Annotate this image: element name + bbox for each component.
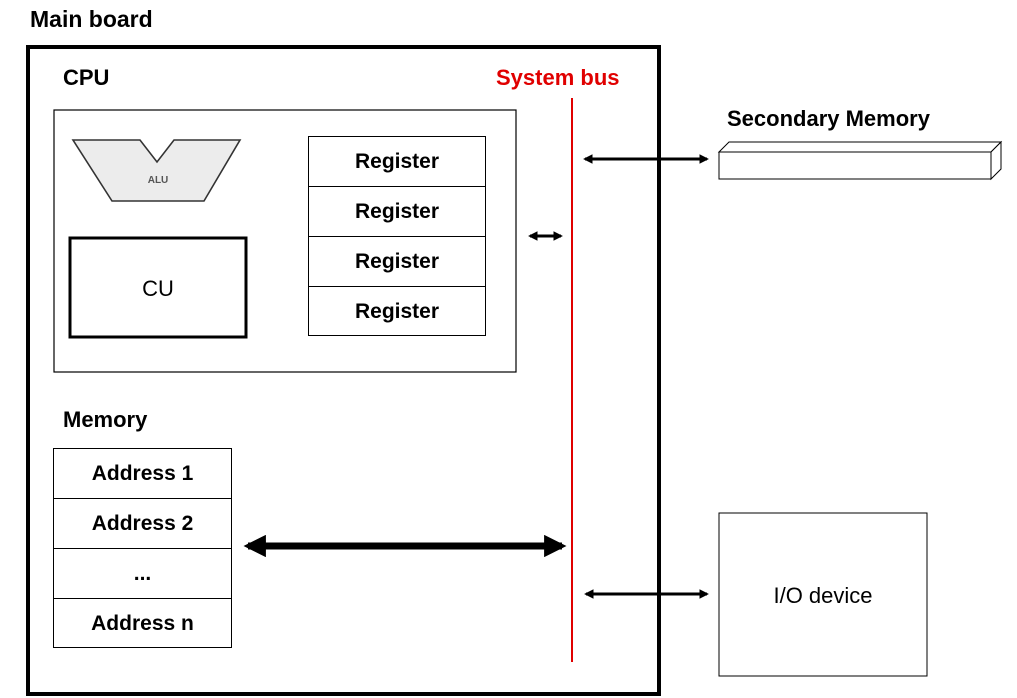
alu-label: ALU bbox=[147, 175, 169, 186]
register-cell: Register bbox=[309, 237, 485, 287]
cu-label: CU bbox=[142, 276, 174, 301]
cpu-box bbox=[53, 109, 517, 373]
register-stack: Register Register Register Register bbox=[308, 136, 486, 336]
memory-cell: Address 1 bbox=[54, 449, 231, 499]
memory-cell: Address 2 bbox=[54, 499, 231, 549]
register-cell: Register bbox=[354, 300, 440, 323]
cu-box bbox=[68, 236, 248, 339]
io-device-box bbox=[718, 512, 928, 677]
register-cell: Register bbox=[309, 137, 485, 187]
secondary-memory-label: Secondary Memory bbox=[727, 106, 930, 131]
memory-stack: Address 1 Address 2 ... Address n bbox=[53, 448, 232, 648]
system-bus-label: System bus bbox=[496, 65, 620, 90]
memory-label: Memory bbox=[63, 407, 148, 432]
main-board-label: Main board bbox=[30, 6, 153, 32]
register-cell: Register bbox=[309, 187, 485, 237]
memory-cell: ... bbox=[54, 549, 231, 599]
alu-shape bbox=[71, 139, 242, 202]
memory-cell: Address n bbox=[91, 612, 194, 635]
secondary-memory-shape bbox=[717, 140, 1003, 181]
io-device-label: I/O device bbox=[773, 583, 873, 608]
main-board-frame bbox=[26, 45, 661, 696]
cpu-label: CPU bbox=[63, 65, 110, 90]
